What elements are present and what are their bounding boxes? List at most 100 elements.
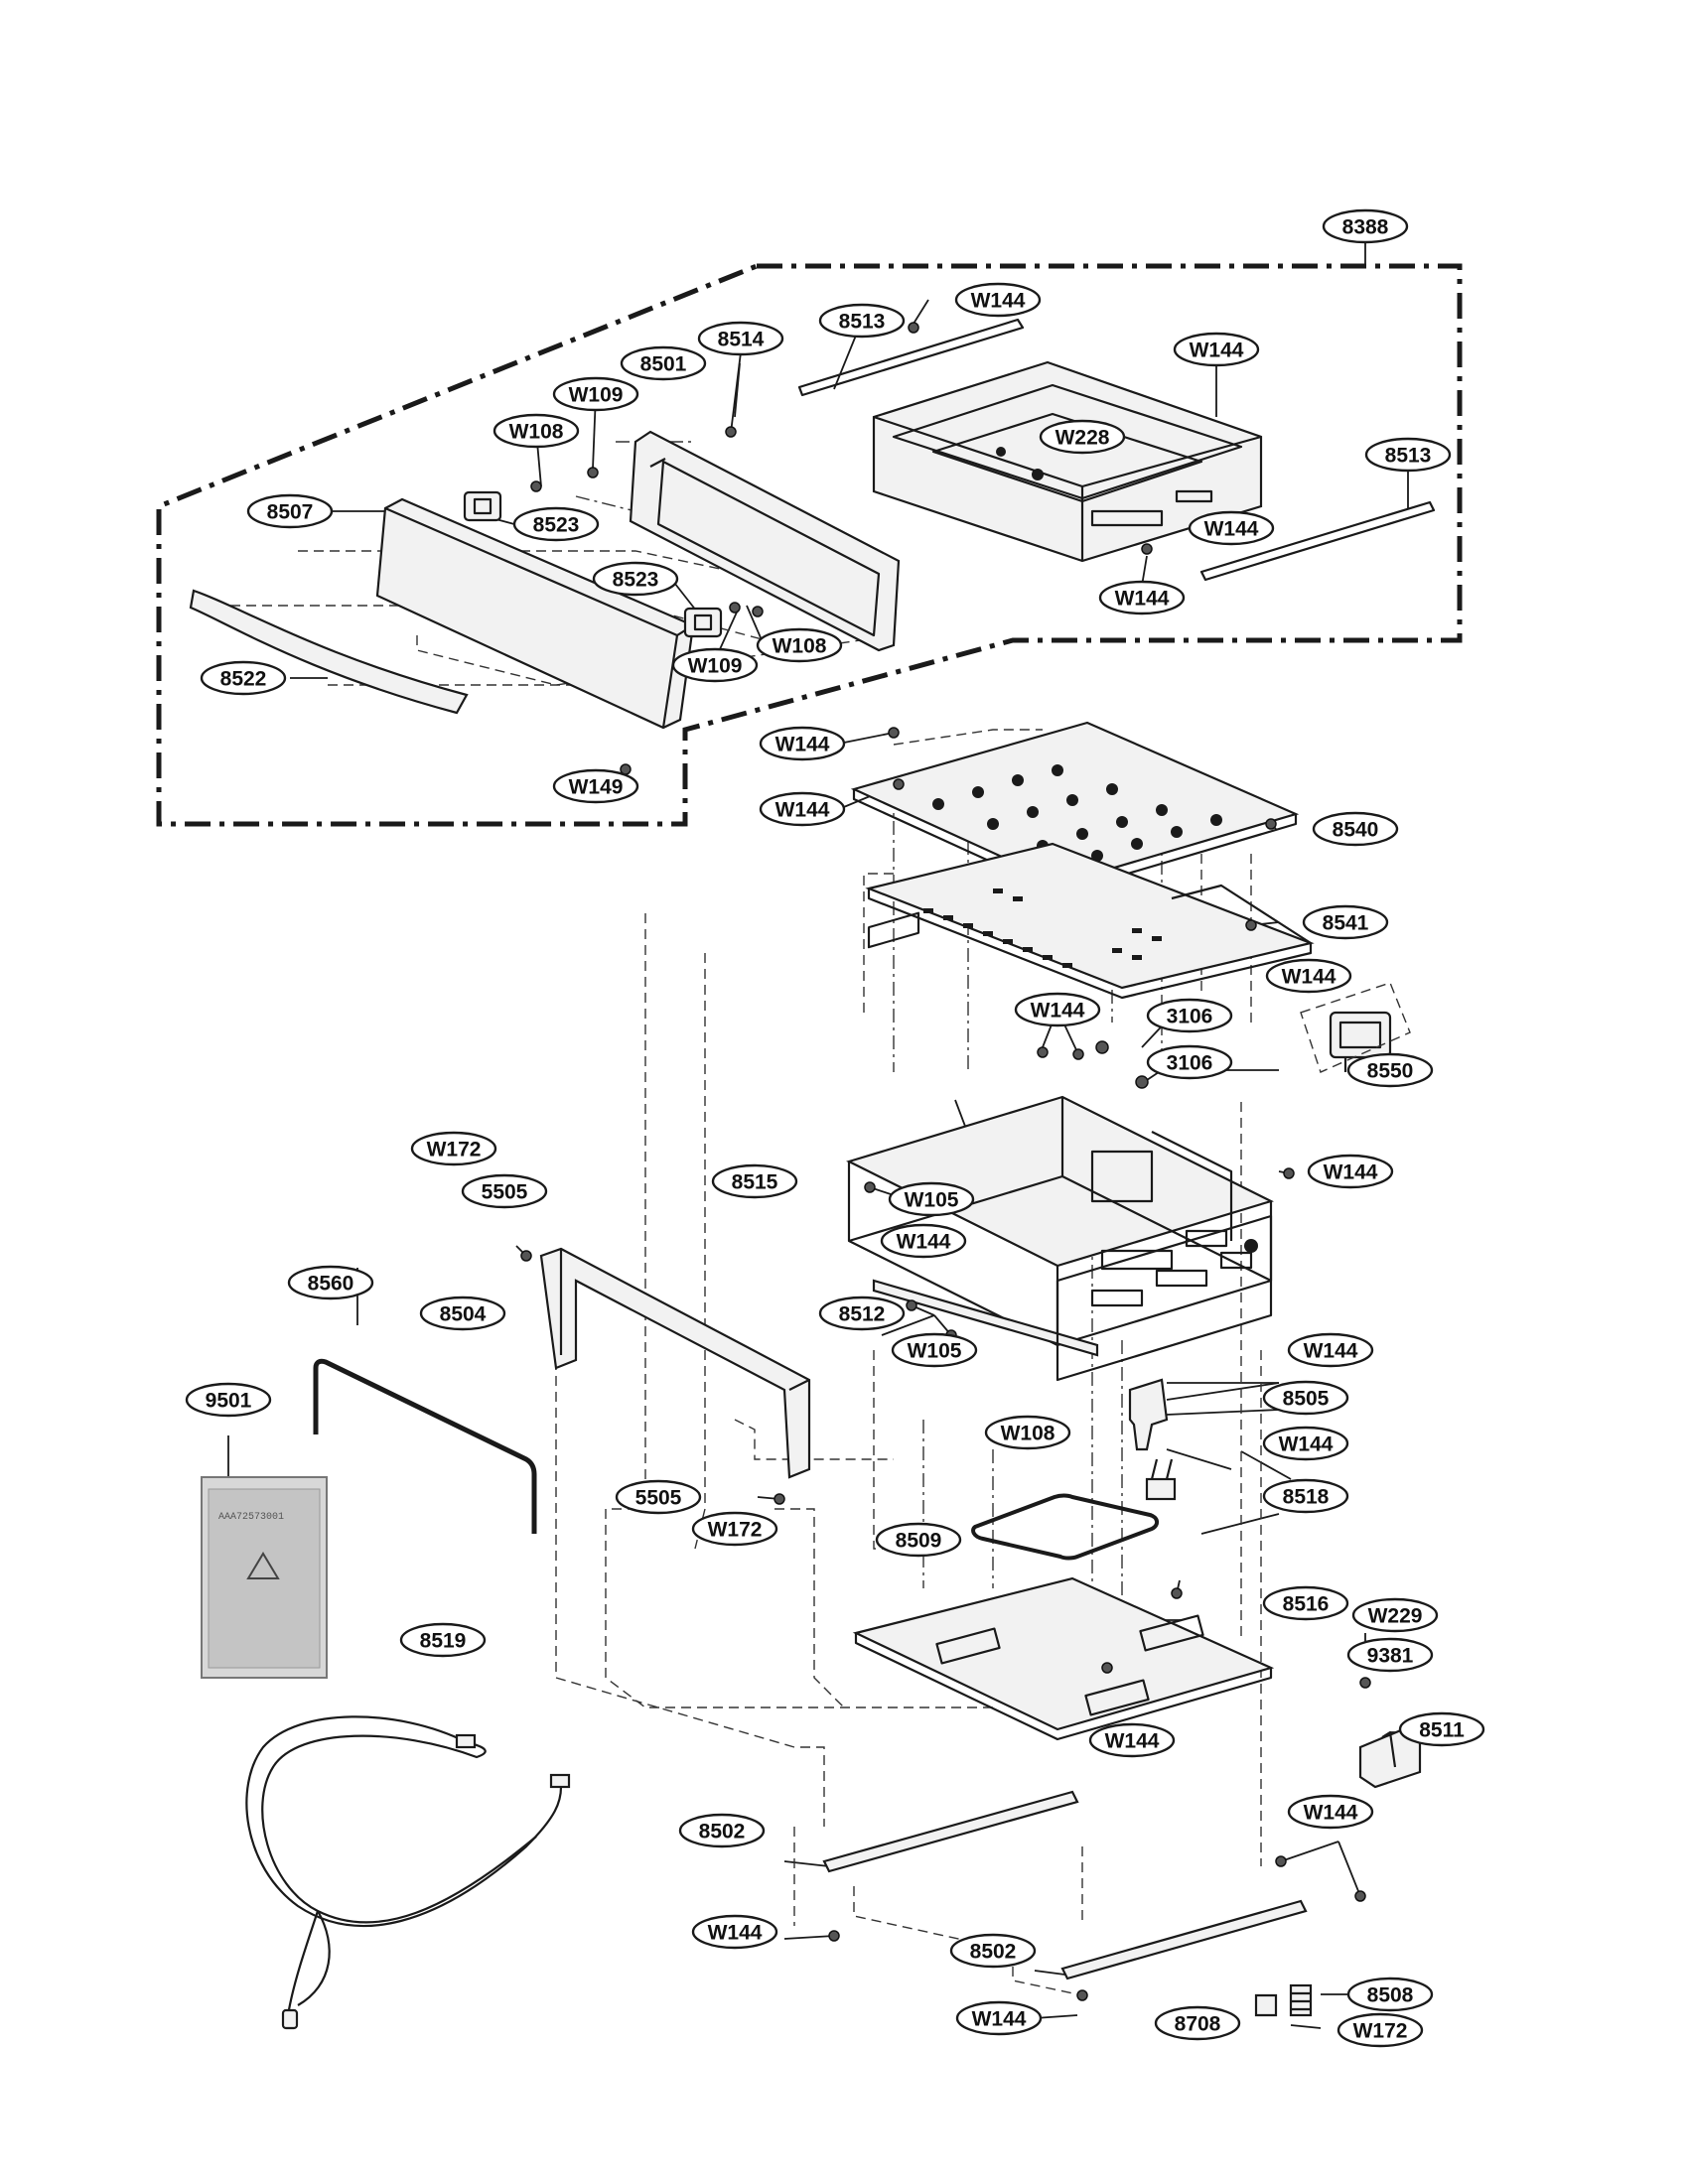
heater-8509 — [971, 1493, 1159, 1561]
callout-w109: W109 — [671, 647, 759, 683]
callout-8708: 8708 — [1154, 2005, 1241, 2041]
callout-label: 8519 — [420, 1630, 467, 1653]
callout-label: W109 — [569, 384, 624, 407]
callout-label: W108 — [1001, 1423, 1055, 1445]
callout-label: 3106 — [1167, 1006, 1213, 1028]
callout-8502: 8502 — [678, 1813, 766, 1848]
callout-w144: W144 — [1262, 1426, 1349, 1461]
callout-9501: 9501 — [185, 1382, 272, 1418]
drawer-screws — [530, 322, 1153, 775]
bracket-8505 — [1128, 1378, 1169, 1451]
callout-label: 8560 — [308, 1273, 354, 1296]
callout-8522: 8522 — [200, 660, 287, 696]
callout-label: W144 — [1304, 1802, 1358, 1825]
callout-label: 8541 — [1323, 912, 1369, 935]
kit-bag-9501: AAA72573001 — [201, 1476, 328, 1679]
callout-label: W144 — [1324, 1161, 1378, 1184]
callout-label: 8513 — [1385, 445, 1432, 468]
front-frame-8504 — [539, 1247, 811, 1479]
callout-label: 8523 — [533, 514, 580, 537]
callout-w144: W144 — [1307, 1154, 1394, 1189]
callout-label: W172 — [1353, 2020, 1408, 2043]
callout-w109: W109 — [552, 376, 639, 412]
callout-w105: W105 — [891, 1332, 978, 1368]
callout-8523: 8523 — [512, 506, 600, 542]
handle-8522 — [189, 589, 469, 715]
bar-8512 — [872, 1279, 1099, 1357]
foot-cap-8708 — [1254, 1993, 1278, 2017]
leveling-leg-8508 — [1289, 1983, 1313, 2017]
callout-w144: W144 — [880, 1223, 967, 1259]
callout-3106: 3106 — [1146, 998, 1233, 1033]
drawer-front-8507 — [375, 497, 695, 730]
callout-label: W144 — [1190, 340, 1244, 362]
callout-w229: W229 — [1351, 1597, 1439, 1633]
callout-8540: 8540 — [1312, 811, 1399, 847]
callout-w144: W144 — [1287, 1794, 1374, 1830]
callout-8514: 8514 — [697, 321, 784, 356]
callout-8560: 8560 — [287, 1265, 374, 1300]
callout-w144: W144 — [1265, 958, 1352, 994]
callout-label: 8512 — [839, 1303, 886, 1326]
callout-8513: 8513 — [818, 303, 906, 339]
callout-8518: 8518 — [1262, 1478, 1349, 1514]
callout-label: 8518 — [1283, 1486, 1330, 1509]
callout-label: 8523 — [613, 569, 659, 592]
callout-8509: 8509 — [875, 1522, 962, 1558]
callout-9381: 9381 — [1346, 1637, 1434, 1673]
callout-w108: W108 — [756, 627, 843, 663]
callout-label: 8507 — [267, 501, 314, 524]
kit-bag-text: AAA72573001 — [218, 1512, 284, 1523]
assembly-group-border — [156, 263, 1463, 827]
callout-label: W144 — [775, 799, 830, 822]
callout-label: W105 — [908, 1340, 962, 1363]
callout-w144: W144 — [759, 791, 846, 827]
callout-8388: 8388 — [1322, 208, 1409, 244]
callout-label: 8514 — [718, 329, 765, 351]
callout-label: W172 — [427, 1139, 482, 1161]
callout-8513: 8513 — [1364, 437, 1452, 473]
rail-8513-right — [1199, 500, 1436, 582]
drawer-tub-8514 — [872, 360, 1263, 563]
callout-w108: W108 — [492, 413, 580, 449]
callout-w144: W144 — [954, 282, 1042, 318]
callout-label: 8508 — [1367, 1984, 1414, 2007]
callout-label: W108 — [509, 421, 564, 444]
callout-label: 8522 — [220, 668, 267, 691]
callout-label: 8509 — [896, 1530, 942, 1553]
callout-label: W144 — [1304, 1340, 1358, 1363]
lower-front-panel — [1055, 1214, 1273, 1382]
callout-label: W149 — [569, 776, 624, 799]
rail-8502-right — [1060, 1899, 1308, 1980]
callout-8508: 8508 — [1346, 1977, 1434, 2012]
callout-label: 8513 — [839, 311, 886, 334]
inner-frame-8501 — [629, 430, 901, 652]
callout-label: W144 — [897, 1231, 951, 1254]
callout-label: W144 — [1204, 518, 1259, 541]
callout-label: 9501 — [206, 1390, 252, 1413]
callout-label: W229 — [1368, 1605, 1423, 1628]
callout-w144: W144 — [759, 726, 846, 761]
callout-8505: 8505 — [1262, 1380, 1349, 1416]
callout-w144: W144 — [1173, 332, 1260, 367]
callout-w144: W144 — [1088, 1722, 1176, 1758]
callout-label: W105 — [905, 1189, 959, 1212]
callout-w144: W144 — [691, 1914, 778, 1950]
callout-w172: W172 — [691, 1511, 778, 1547]
callout-w144: W144 — [1188, 510, 1275, 546]
callout-8511: 8511 — [1398, 1711, 1485, 1747]
bottom-plate-8516 — [852, 1576, 1275, 1741]
callout-8504: 8504 — [419, 1296, 506, 1331]
callout-w144: W144 — [1287, 1332, 1374, 1368]
heat-shield-8541 — [865, 842, 1315, 1000]
callout-label: 8504 — [440, 1303, 487, 1326]
callout-8519: 8519 — [399, 1622, 487, 1658]
callout-w172: W172 — [410, 1131, 497, 1166]
callout-3106: 3106 — [1146, 1044, 1233, 1080]
callout-label: 8540 — [1333, 819, 1379, 842]
callout-8515: 8515 — [711, 1163, 798, 1199]
rail-8513-top — [797, 318, 1025, 397]
callout-label: W144 — [775, 734, 830, 756]
callout-label: W144 — [708, 1922, 763, 1945]
clip-3106-a — [1095, 1040, 1109, 1054]
